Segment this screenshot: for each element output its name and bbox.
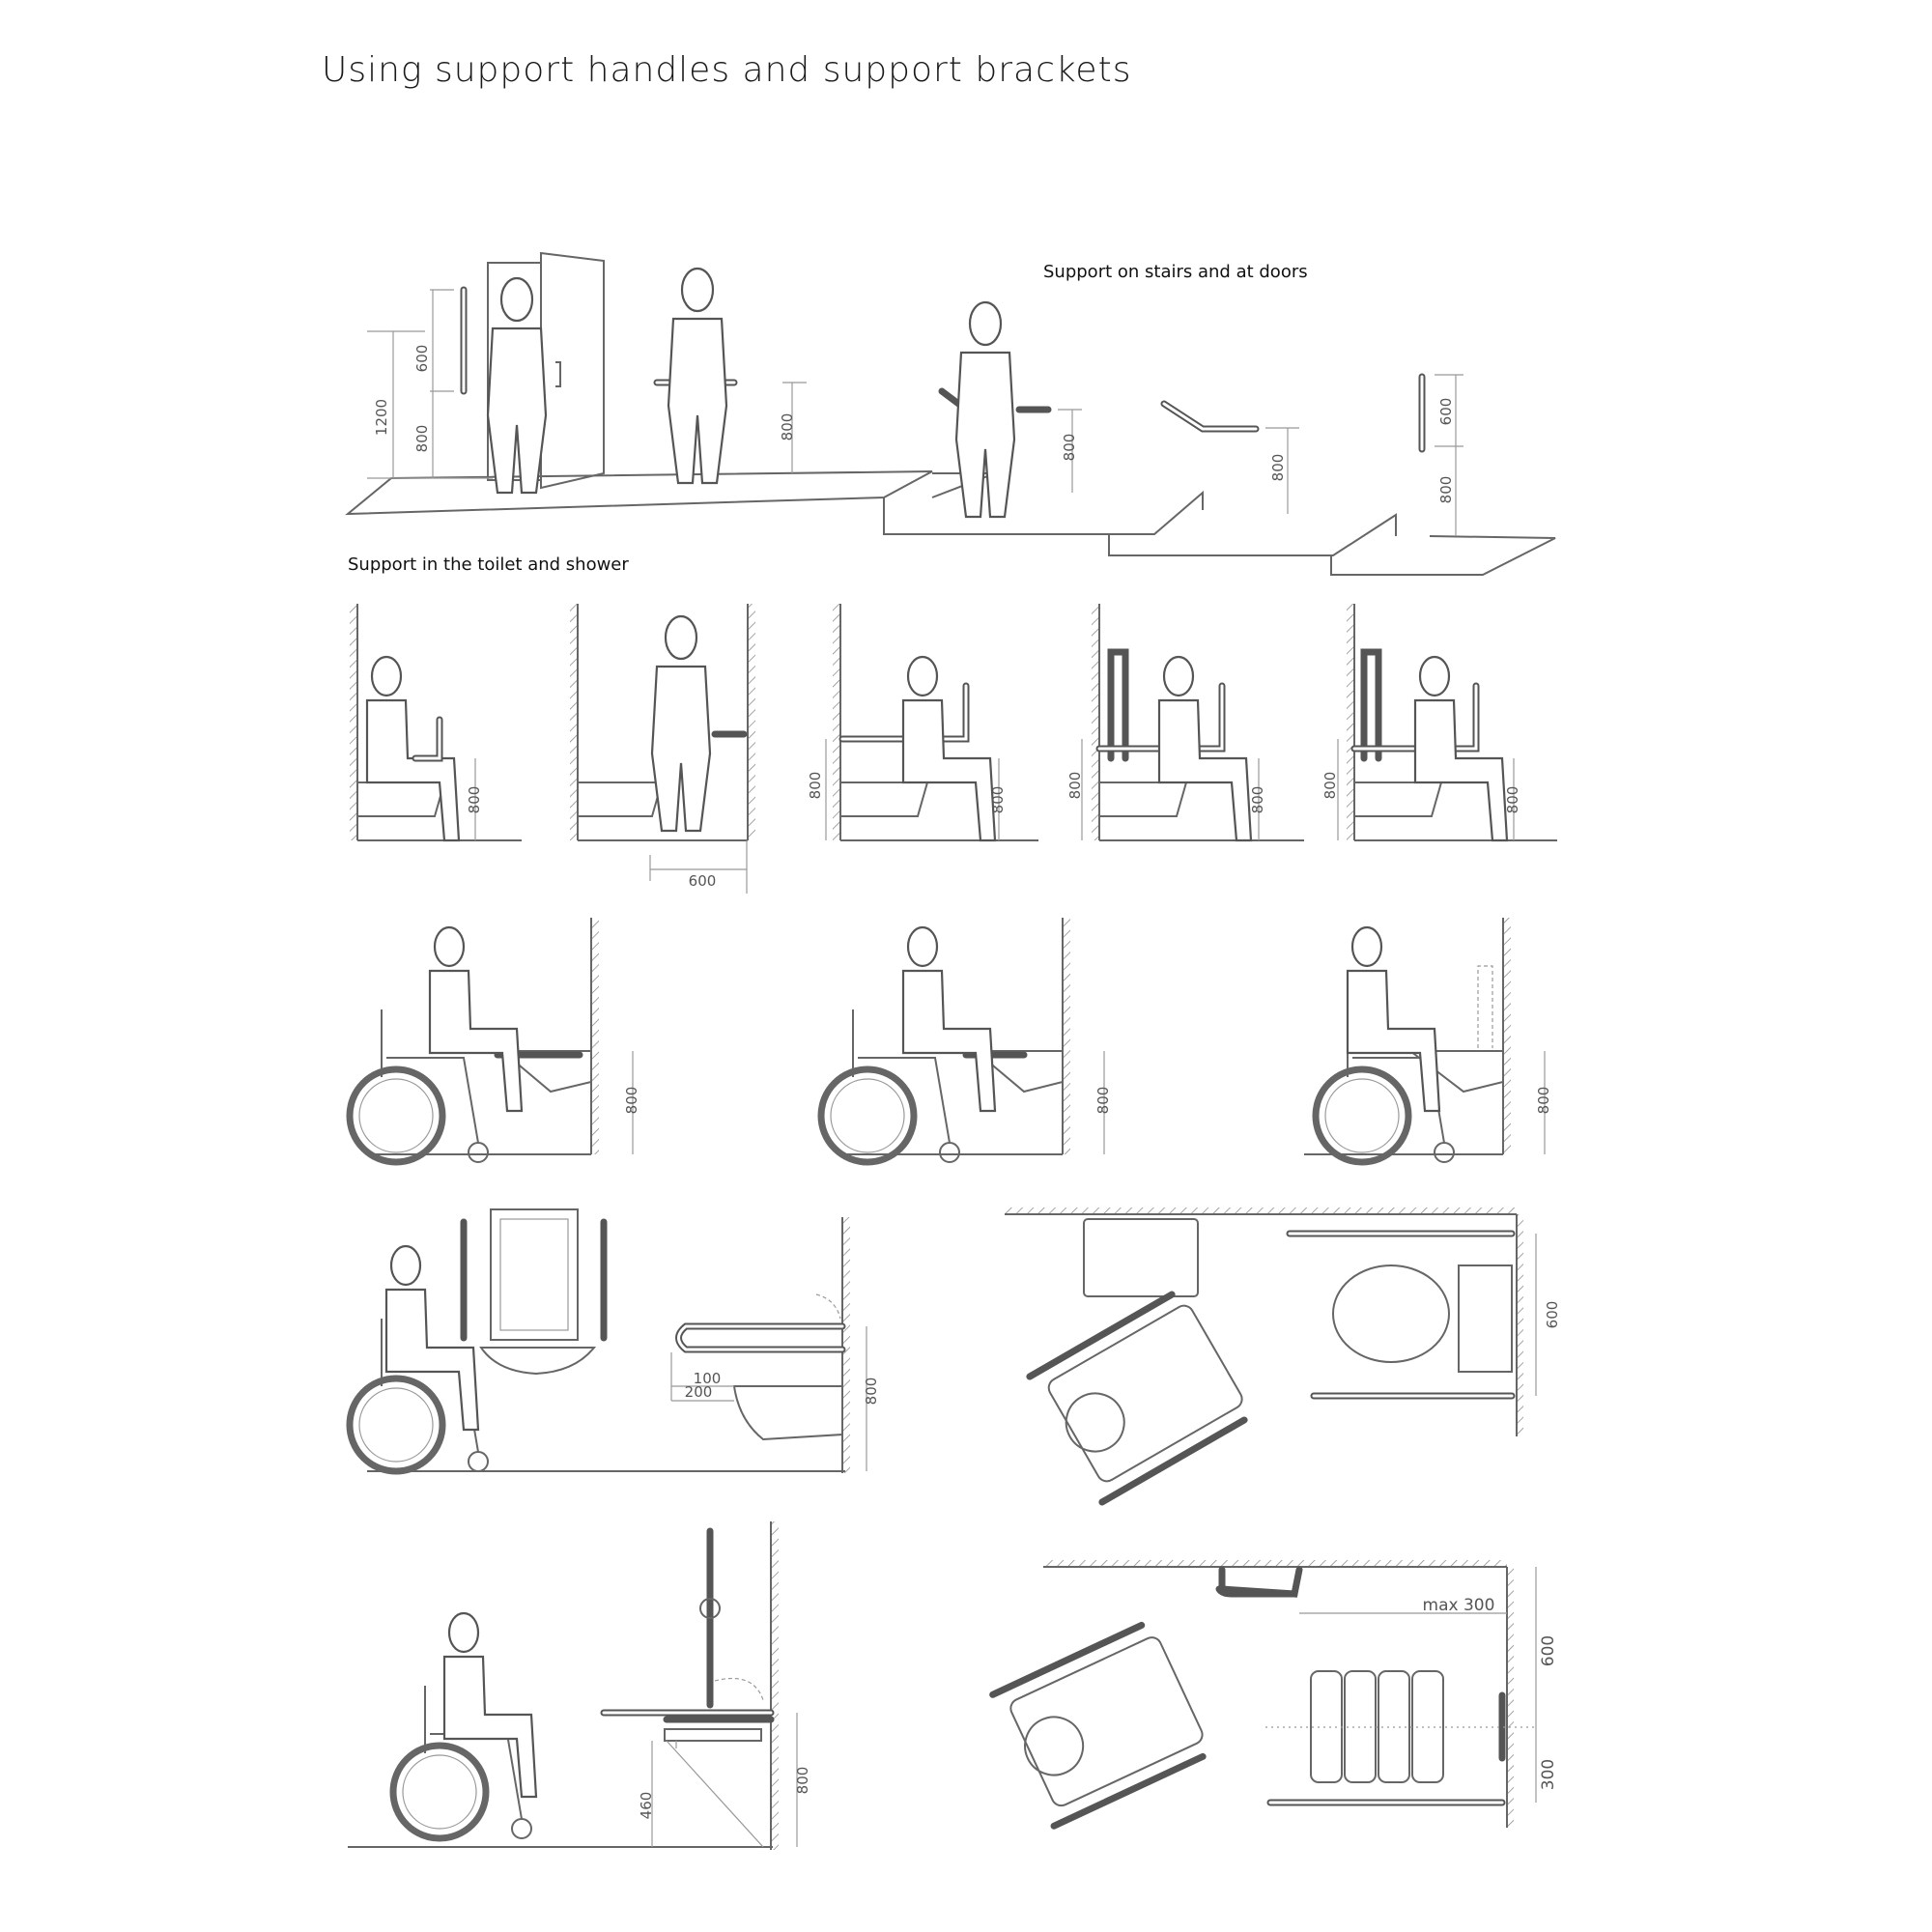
dim-800: 800 bbox=[1066, 772, 1084, 800]
grab-bar-plan bbox=[1218, 1566, 1303, 1598]
dim-800: 800 bbox=[1061, 434, 1078, 462]
floor bbox=[345, 470, 933, 516]
door-handle bbox=[555, 361, 561, 387]
toilet-bowl bbox=[356, 781, 446, 817]
stair-step-2 bbox=[1108, 513, 1397, 556]
toilet-panel-3: 800 800 bbox=[807, 604, 1038, 842]
dim-600: 600 bbox=[413, 345, 431, 373]
dim-1200: 1200 bbox=[373, 399, 390, 436]
dim-300: 300 bbox=[1539, 1759, 1558, 1790]
toilet-cistern bbox=[1458, 1264, 1513, 1373]
wall-hung-toilet bbox=[732, 1385, 843, 1441]
wheelchair-user-plan bbox=[989, 1621, 1207, 1830]
shower-plan-panel: max 300 600 300 bbox=[989, 1560, 1558, 1830]
person-seated bbox=[365, 655, 461, 842]
dim-800: 800 bbox=[1437, 476, 1455, 504]
fold-up-grab-bar bbox=[1107, 648, 1129, 762]
dim-800: 800 bbox=[1321, 772, 1339, 800]
person-in-wheelchair bbox=[428, 925, 524, 1113]
dim-600: 600 bbox=[1539, 1635, 1558, 1666]
toilet-panel-2: 600 bbox=[570, 604, 755, 894]
dim-max-300: max 300 bbox=[1423, 1596, 1495, 1615]
dim-800: 800 bbox=[413, 425, 431, 453]
sink-panel-3: 800 bbox=[1304, 918, 1552, 1162]
dim-600: 600 bbox=[1544, 1301, 1561, 1329]
person-rising bbox=[650, 614, 712, 833]
dim-800: 800 bbox=[1504, 786, 1521, 814]
toilet-plan bbox=[1332, 1264, 1450, 1363]
person-walking bbox=[667, 267, 728, 485]
dim-800: 800 bbox=[779, 413, 796, 441]
toilet-panel-5: 800 800 bbox=[1321, 604, 1557, 842]
person-climbing bbox=[954, 300, 1016, 519]
angled-grab-bar bbox=[1160, 400, 1260, 433]
dim-800: 800 bbox=[807, 772, 824, 800]
page-title: Using support handles and support bracke… bbox=[322, 50, 1132, 90]
person-in-wheelchair bbox=[442, 1611, 538, 1799]
person-at-door bbox=[486, 276, 548, 495]
dim-800: 800 bbox=[623, 1087, 640, 1115]
toilet-bowl bbox=[577, 781, 664, 817]
shower-row: 460 800 max 300 bbox=[348, 1521, 1558, 1850]
wc-side-panel: 100 200 800 bbox=[670, 1217, 880, 1473]
dim-800: 800 bbox=[466, 786, 483, 814]
dim-800: 800 bbox=[794, 1767, 811, 1795]
toilet-panel-4: 800 800 bbox=[1066, 604, 1304, 842]
wc-plan-panel: 600 bbox=[1005, 1208, 1561, 1506]
washbasin-plan bbox=[1083, 1218, 1199, 1297]
section-heading-stairs-doors: Support on stairs and at doors bbox=[1043, 262, 1308, 282]
dim-600: 600 bbox=[689, 872, 717, 890]
wc-row: 100 200 800 600 bbox=[350, 1208, 1561, 1506]
dim-460: 460 bbox=[638, 1792, 655, 1820]
mirror-sink-panel bbox=[350, 1208, 845, 1471]
sink-row: 800 800 800 bbox=[350, 918, 1552, 1162]
stairs-doors-scene: 1200 600 800 800 800 800 600 800 bbox=[345, 251, 1556, 576]
dim-800: 800 bbox=[1249, 786, 1266, 814]
dim-200: 200 bbox=[685, 1383, 713, 1401]
dim-100: 100 bbox=[694, 1370, 722, 1387]
shower-seat bbox=[664, 1728, 762, 1742]
dim-600: 600 bbox=[1437, 398, 1455, 426]
person-in-wheelchair bbox=[901, 925, 997, 1113]
door-leaf bbox=[540, 251, 605, 490]
dim-800: 800 bbox=[1269, 454, 1287, 482]
sink-panel-2: 800 bbox=[821, 918, 1112, 1162]
stair-step-1 bbox=[883, 490, 1204, 535]
stair-step-3 bbox=[1330, 535, 1556, 576]
shower-side-panel: 460 800 bbox=[348, 1521, 811, 1850]
dim-800: 800 bbox=[989, 786, 1007, 814]
sink-panel-1: 800 bbox=[350, 918, 640, 1162]
mirror bbox=[490, 1208, 579, 1341]
toilet-panel-1: 800 bbox=[350, 604, 522, 842]
toilet-row: 800 600 800 800 bbox=[350, 604, 1557, 894]
section-heading-toilet-shower: Support in the toilet and shower bbox=[348, 554, 629, 575]
wheelchair-user-plan bbox=[1026, 1291, 1248, 1506]
washbasin bbox=[499, 1050, 592, 1094]
dim-800: 800 bbox=[1535, 1087, 1552, 1115]
shower-head bbox=[699, 1598, 721, 1619]
person-seated bbox=[901, 655, 997, 842]
dim-800: 800 bbox=[863, 1378, 880, 1406]
dim-800: 800 bbox=[1094, 1087, 1112, 1115]
washbasin bbox=[479, 1347, 597, 1376]
fold-up-grab-bar bbox=[675, 1322, 846, 1353]
